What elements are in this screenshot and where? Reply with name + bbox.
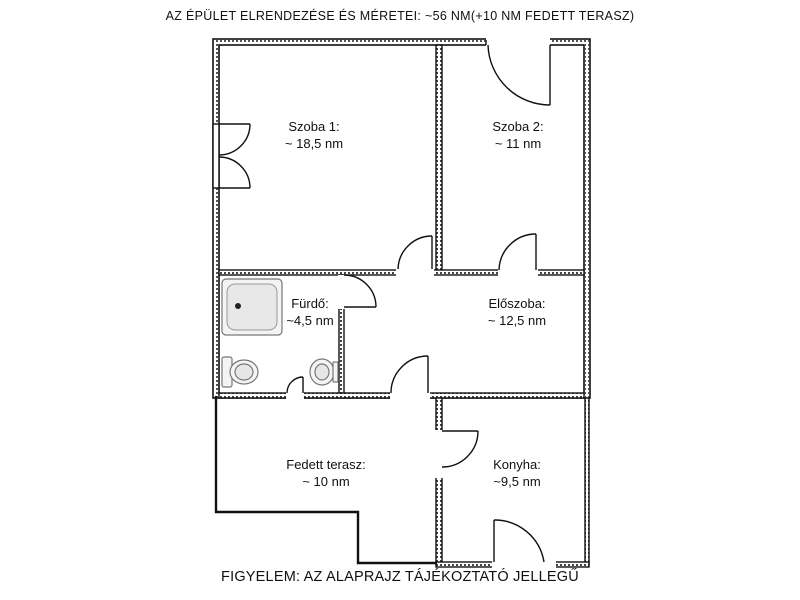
door-hall-bottom [390,355,430,399]
label-eloszoba-name: Előszoba: [488,296,545,311]
door-konyha-left [435,430,479,478]
door-szoba2-top [485,38,551,106]
label-terasz-name: Fedett terasz: [286,457,365,472]
label-furdo-area: ~4,5 nm [286,313,333,328]
door-hall-top [338,274,377,309]
window-szoba1 [212,123,251,189]
terrace-outline [214,396,437,565]
outer-wall-hatch [214,40,589,397]
label-eloszoba-area: ~ 12,5 nm [488,313,546,328]
label-konyha-name: Konyha: [493,457,541,472]
outer-walls [212,38,591,399]
label-szoba2-name: Szoba 2: [492,119,543,134]
toilet-icon [221,356,259,388]
door-konyha-bottom [492,519,556,568]
plan-disclaimer: FIGYELEM: AZ ALAPRAJZ TÁJÉKOZTATÓ JELLEG… [221,569,579,585]
plan-title: AZ ÉPÜLET ELRENDEZÉSE ÉS MÉRETEI: ~56 NM… [165,9,635,23]
door-bathroom [286,376,304,399]
sink-icon [309,358,339,386]
door-szoba1 [396,235,434,276]
label-szoba1-area: ~ 18,5 nm [285,136,343,151]
label-konyha-area: ~9,5 nm [493,474,540,489]
label-furdo-name: Fürdő: [291,296,329,311]
label-szoba2-area: ~ 11 nm [495,136,541,151]
bathtub-icon [221,278,283,336]
door-szoba2-bottom [498,233,538,276]
label-terasz-area: ~ 10 nm [302,474,349,489]
wall-szoba1-szoba2 [435,44,443,272]
label-szoba1-name: Szoba 1: [288,119,339,134]
